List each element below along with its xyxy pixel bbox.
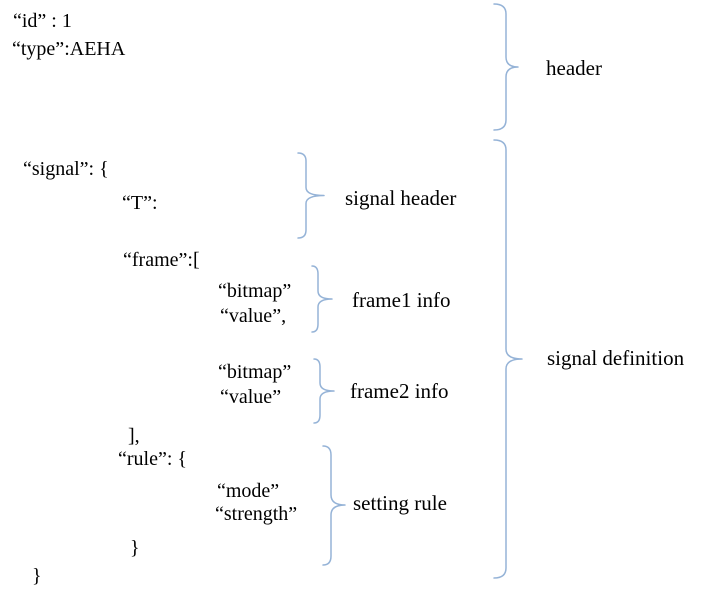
json-key-id: “id” : 1 <box>13 10 72 32</box>
signal-header-brace <box>297 152 325 239</box>
annotation-signal-definition: signal definition <box>547 346 685 370</box>
json-rule-strength: “strength” <box>215 503 298 525</box>
annotation-signal-header: signal header <box>345 186 457 210</box>
frame2-brace <box>313 358 335 424</box>
annotation-frame2-info: frame2 info <box>350 379 449 403</box>
json-key-type: “type”:AEHA <box>12 38 126 60</box>
json-signal-open: “signal”: { <box>23 158 109 180</box>
json-rule-open: “rule”: { <box>118 448 188 470</box>
header-brace <box>493 3 519 131</box>
json-rule-mode: “mode” <box>217 480 280 502</box>
json-array-close: ], <box>128 425 140 447</box>
json-frame1-bitmap: “bitmap” <box>218 280 292 302</box>
json-root-close: } <box>32 565 42 587</box>
json-frame2-value: “value” <box>220 386 282 408</box>
annotation-frame1-info: frame1 info <box>352 288 451 312</box>
json-t-key: “T”: <box>122 192 158 214</box>
frame1-brace <box>311 265 333 333</box>
json-rule-close: } <box>130 537 140 559</box>
annotation-header: header <box>546 56 602 80</box>
signal-definition-brace <box>493 139 523 579</box>
json-frame-open: “frame”:[ <box>123 249 200 271</box>
json-frame1-value: “value”, <box>220 305 287 327</box>
setting-rule-brace <box>322 445 346 566</box>
annotation-setting-rule: setting rule <box>353 491 447 515</box>
json-frame2-bitmap: “bitmap” <box>218 361 292 383</box>
